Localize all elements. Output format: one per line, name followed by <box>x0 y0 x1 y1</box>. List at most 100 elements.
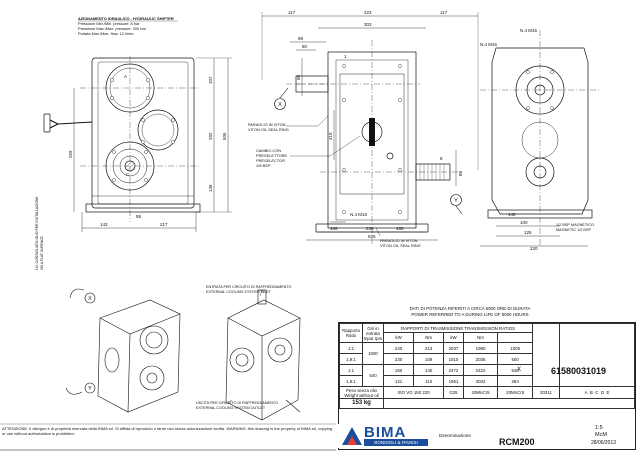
cell: 1,9:1 <box>339 353 363 365</box>
dim-303: 303 <box>364 22 372 27</box>
dim-117-left: 117 <box>288 10 296 15</box>
dim-117-right: 117 <box>440 10 448 15</box>
hdr-sub-4: Nm <box>462 332 499 343</box>
cell: 500 <box>497 353 533 365</box>
cell: 2422 <box>462 364 499 376</box>
dim-60-right: 60 <box>458 170 463 176</box>
seal-bottom-line1: PARAOLIO IN VITON <box>380 238 418 243</box>
hdr-sub-3: kW <box>443 332 464 343</box>
preselector-line1: CAMBIO CON <box>256 148 281 153</box>
rev-a: A <box>584 390 588 395</box>
seal-top-line2: VITON OIL SEAL RING <box>248 127 289 132</box>
iso-callouts: ENTRATA PER CIRCUITO DI RAFFREDDAMENTO E… <box>196 285 291 410</box>
denomination-label: Denominazione <box>439 433 471 438</box>
right-housing-outline <box>491 47 589 215</box>
cooling-outlet-line2: EXTERNAL COOLING SYSTEM OUTLET <box>196 406 266 410</box>
dim-217: 217 <box>160 222 168 227</box>
dim-505: 505 <box>222 132 227 140</box>
seal-top-line1: PARAOLIO IN VITON <box>248 122 286 127</box>
view-y-right: Y <box>454 198 458 204</box>
rev-c: C <box>595 390 599 395</box>
cell: 1980 <box>462 342 499 354</box>
dim-525: 525 <box>368 234 376 239</box>
dim-166: 166 <box>330 226 338 231</box>
magnetic-plug-line1: 1/2 BSP MAGNETICO <box>556 223 594 227</box>
preselector-line4: 3/8 BSP <box>256 163 271 168</box>
ratio-table: Rapporto Ratio Giri in entrata Input rpm… <box>339 323 635 409</box>
cooling-inlet-line2: EXTERNAL COOLING SYSTEM INLET <box>206 290 272 294</box>
dim-292: 292 <box>208 132 213 140</box>
dim-55: 55 <box>136 214 142 219</box>
n4m16-side-label: N.4 M16 <box>520 28 538 33</box>
dim-259: 259 <box>68 150 73 158</box>
table-row: 1:1 540 150 140 2472 2422 540 <box>339 364 635 387</box>
cell: 1000 <box>362 342 384 365</box>
view-marker-letters: X Y X Y <box>88 102 458 392</box>
date-value: 28/06/2013 <box>591 440 617 446</box>
center-dim-labels: 117 223 117 303 98 80 60 410 60 8 166 23… <box>288 10 498 239</box>
preselector-line3: PRESELECTOR <box>256 158 285 163</box>
shifter-note-line2: Pressione Min./Min. pressure: 8 bar <box>78 21 140 26</box>
dim-136: 136 <box>208 184 213 192</box>
n4m16-top-label: N.4 M16 <box>480 42 498 47</box>
shifter-note-line1: AZIONAMENTO IDRAULICO - HYDRAULIC SHIFTE… <box>78 16 174 21</box>
material-3: 20MnCr5 <box>497 386 533 399</box>
table-row: 1,9:1 230 109 1010 2035 500 <box>339 353 635 365</box>
model-name: RCM200 <box>499 437 535 447</box>
left-housing-outline <box>91 57 195 209</box>
right-view <box>480 30 600 247</box>
hdr-rpm: Giri in entrata Input rpm <box>362 323 384 343</box>
seal-bottom-line2: VITON OIL SEAL RING <box>380 243 421 248</box>
material-1: G25 <box>443 386 464 399</box>
bima-logo: BIMA BONDIOLI & PAVESI <box>338 424 434 448</box>
cell: 1961 <box>443 375 464 387</box>
cell: 121 <box>382 375 415 387</box>
cell: 3032 <box>462 375 499 387</box>
magnetic-plug-callout: 1/2 BSP MAGNETICO MAGNETIC 1/2 BSP <box>556 223 594 232</box>
hydraulic-shifter-note: AZIONAMENTO IDRAULICO - HYDRAULIC SHIFTE… <box>78 16 174 36</box>
cell: 109 <box>413 353 445 365</box>
shifter-note-line4: Portata Max./Max. flow: 12 l/min. <box>78 31 134 36</box>
cell: 540 <box>362 364 384 387</box>
cell: 1005 <box>497 342 533 354</box>
drawing-code: 61580031019 <box>551 366 607 376</box>
left-dim-labels: 143 217 55 107 292 136 505 259 A C <box>68 74 227 227</box>
hdr-sub-1: kW <box>382 332 415 343</box>
left-note-line2: ON A FLAT SURFACE <box>40 235 44 270</box>
shifter-note-line3: Pressione Max./Max. pressure: 200 bar <box>78 26 147 31</box>
cell: 240 <box>382 342 415 354</box>
rev-d: D <box>600 390 605 395</box>
cell: 230 <box>382 353 415 365</box>
cell: 2035 <box>462 353 499 365</box>
view-markers <box>84 87 463 394</box>
material-2: 20MnCr5 <box>462 386 499 399</box>
cell: 1010 <box>443 353 464 365</box>
cooling-outlet-line1: USCITA PER CIRCUITO DI RAFFREDDAMENTO <box>196 401 278 405</box>
scale-value: 1:5 <box>595 425 603 431</box>
view-x-left: X <box>278 102 282 108</box>
dim-465: 465 <box>396 226 404 231</box>
cell: 540 <box>497 364 533 376</box>
left-view <box>43 56 232 232</box>
iso-view-left <box>65 288 181 413</box>
x-mark: X <box>517 367 522 373</box>
weight-label: Peso senza olio Weight without oil <box>339 386 384 399</box>
dim-143: 143 <box>100 222 108 227</box>
center-callouts: PARAOLIO IN VITON VITON OIL SEAL RING CA… <box>248 122 421 248</box>
left-note-line1: LIV. CONSIGLIATO OLIO PER INSTALLAZIONE <box>35 196 39 270</box>
view-x-iso: X <box>88 296 92 302</box>
material-4: 20311 <box>532 386 560 399</box>
rev-b: B <box>589 390 593 395</box>
weight-value: 153 kg <box>339 398 384 409</box>
designer-value: McM <box>595 432 607 438</box>
logo-brand: BIMA <box>364 424 407 441</box>
key-label: 1 <box>344 54 347 59</box>
power-note: DATI DI POTENZA RIFERITI A CIRCA 5000 OR… <box>410 306 531 317</box>
dim-100: 100 <box>520 220 528 225</box>
dim-60-top: 60 <box>296 74 301 80</box>
shift-lever <box>49 119 93 129</box>
cell: 284 <box>497 375 533 387</box>
cooling-inlet-line1: ENTRATA PER CIRCUITO DI RAFFREDDAMENTO <box>206 285 291 289</box>
